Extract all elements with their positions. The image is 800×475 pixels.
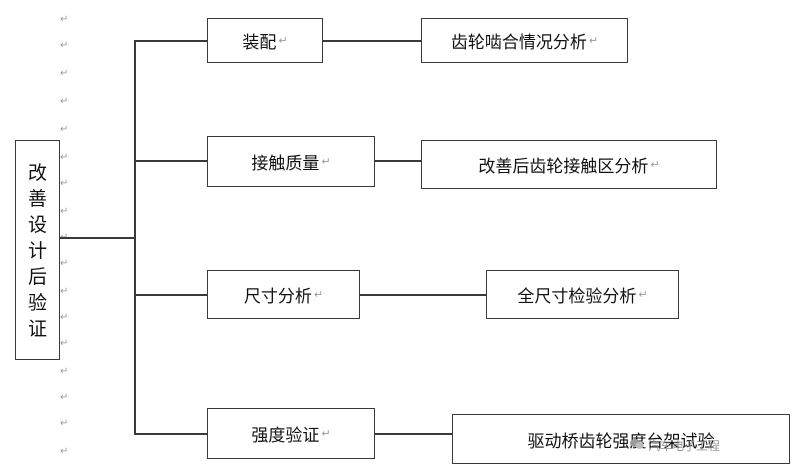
detail-connector bbox=[322, 40, 422, 42]
paragraph-mark: ↵ bbox=[650, 158, 660, 171]
chat-logo-icon bbox=[630, 439, 644, 449]
branch-connector bbox=[134, 433, 208, 435]
paragraph-mark: ↵ bbox=[313, 288, 324, 301]
root-char: 计 bbox=[27, 240, 47, 262]
paragraph-mark: ↵ bbox=[60, 178, 69, 189]
paragraph-mark: ↵ bbox=[60, 206, 69, 217]
branch-connector bbox=[134, 294, 208, 296]
watermark-text: 汽车电子工程 bbox=[648, 439, 721, 453]
paragraph-mark: ↵ bbox=[60, 418, 69, 429]
paragraph-mark: ↵ bbox=[60, 312, 69, 323]
paragraph-mark: ↵ bbox=[60, 392, 69, 403]
paragraph-mark: ↵ bbox=[60, 286, 69, 297]
detail-node: 驱动桥齿轮强度台架试验 bbox=[452, 414, 790, 464]
detail-node: 齿轮啮合情况分析↵ bbox=[421, 18, 628, 63]
root-node: 改 善 设 计 后 验 证 bbox=[15, 140, 60, 360]
category-node: 装配↵ bbox=[207, 18, 323, 63]
paragraph-mark: ↵ bbox=[60, 96, 69, 107]
paragraph-mark: ↵ bbox=[60, 68, 69, 79]
category-label: 接触质量 bbox=[251, 154, 320, 174]
paragraph-mark: ↵ bbox=[638, 288, 648, 301]
root-char: 验 bbox=[27, 292, 47, 314]
category-node: 强度验证↵ bbox=[207, 408, 375, 459]
paragraph-mark: ↵ bbox=[60, 14, 69, 25]
detail-node: 全尺寸检验分析↵ bbox=[486, 270, 679, 319]
category-label: 强度验证 bbox=[251, 426, 320, 446]
detail-label: 改善后齿轮接触区分析 bbox=[478, 157, 649, 177]
category-node: 接触质量↵ bbox=[207, 136, 375, 187]
root-char: 设 bbox=[27, 214, 47, 236]
cropped-top-text bbox=[0, 0, 280, 6]
paragraph-mark: ↵ bbox=[60, 40, 69, 51]
paragraph-mark: ↵ bbox=[60, 446, 69, 457]
detail-connector bbox=[375, 160, 422, 162]
paragraph-mark: ↵ bbox=[60, 338, 69, 349]
root-char: 证 bbox=[27, 318, 47, 340]
category-label: 尺寸分析 bbox=[243, 287, 312, 307]
detail-connector bbox=[375, 433, 453, 435]
root-char: 改 bbox=[27, 162, 47, 184]
paragraph-mark: ↵ bbox=[60, 124, 69, 135]
detail-connector bbox=[360, 294, 486, 296]
paragraph-mark: ↵ bbox=[60, 258, 69, 269]
trunk-line bbox=[134, 40, 136, 434]
paragraph-mark: ↵ bbox=[321, 427, 331, 440]
category-label: 装配 bbox=[242, 33, 277, 53]
detail-label: 全尺寸检验分析 bbox=[517, 287, 637, 307]
paragraph-mark: ↵ bbox=[588, 34, 599, 47]
root-char: 后 bbox=[27, 266, 47, 288]
root-connector bbox=[59, 237, 135, 239]
detail-node: 改善后齿轮接触区分析↵ bbox=[421, 140, 717, 189]
paragraph-mark: ↵ bbox=[321, 155, 331, 168]
paragraph-mark: ↵ bbox=[60, 152, 69, 163]
detail-label: 齿轮啮合情况分析 bbox=[450, 33, 587, 53]
detail-label: 驱动桥齿轮强度台架试验 bbox=[527, 431, 715, 452]
branch-connector bbox=[134, 40, 208, 42]
paragraph-mark: ↵ bbox=[278, 34, 288, 47]
category-node: 尺寸分析↵ bbox=[207, 270, 360, 319]
root-char: 善 bbox=[27, 188, 47, 210]
branch-connector bbox=[134, 160, 208, 162]
paragraph-mark: ↵ bbox=[60, 366, 69, 377]
